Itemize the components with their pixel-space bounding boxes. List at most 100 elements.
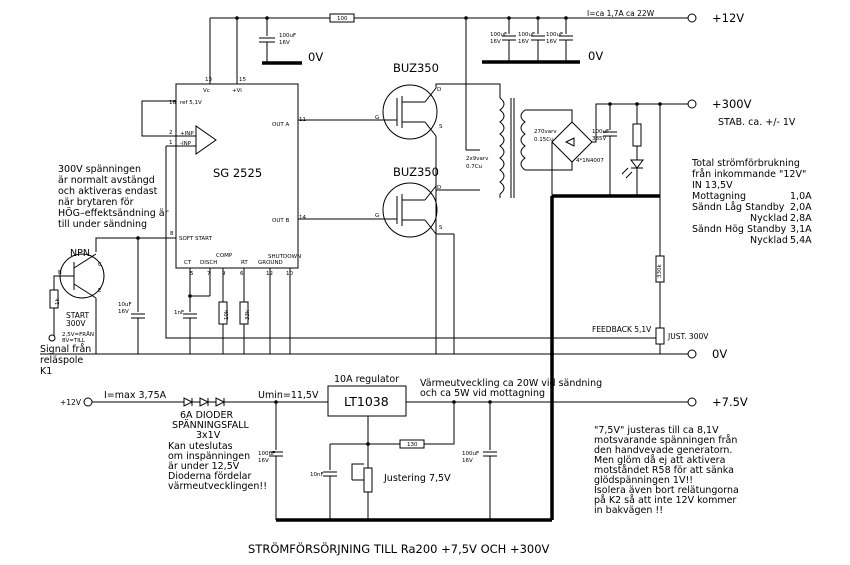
sg-name: SG 2525	[213, 166, 262, 180]
lt1038-box	[327, 385, 407, 417]
terminal-0v[interactable]	[687, 349, 697, 359]
v12-top-label: +12V	[712, 11, 744, 25]
svg-text:1k: 1k	[55, 298, 61, 305]
svg-text:3,1A: 3,1A	[790, 224, 812, 235]
buz-bot-label: BUZ350	[393, 165, 439, 179]
pot-just75[interactable]	[363, 467, 373, 493]
svg-text:Vc: Vc	[203, 88, 210, 94]
svg-text:10k: 10k	[224, 309, 230, 320]
svg-text:33k: 33k	[245, 309, 251, 320]
note75: "7,5V" justeras till ca 8,1V motsvarande…	[594, 425, 742, 516]
row-mottagning: Mottagning	[692, 191, 746, 202]
svg-text:SOFT START: SOFT START	[179, 236, 213, 242]
mosfet-bottom: BUZ350 G D S	[298, 165, 443, 238]
svg-text:LT1038: LT1038	[344, 394, 389, 409]
current-table: Total strömförbrukning från inkommande "…	[691, 158, 812, 246]
svg-text:15: 15	[239, 77, 246, 83]
svg-text:5,4A: 5,4A	[790, 235, 812, 246]
svg-text:9: 9	[222, 271, 226, 277]
svg-text:CT: CT	[184, 260, 192, 266]
svg-text:S: S	[439, 225, 443, 231]
svg-text:ref 5,1V: ref 5,1V	[180, 100, 202, 106]
svg-text:B: B	[58, 270, 62, 276]
ov-top-left: 0V	[308, 50, 323, 64]
svg-text:D: D	[437, 185, 441, 191]
svg-text:130: 130	[407, 442, 418, 448]
top-current-label: I=ca 1,7A ca 22W	[587, 9, 655, 18]
terminal-12v-top[interactable]	[687, 13, 697, 23]
r100-top-label: 100	[337, 16, 348, 22]
terminal-75v[interactable]	[687, 397, 697, 407]
feedback-label: FEEDBACK 5,1V	[592, 325, 652, 334]
svg-text:Umin=11,5V: Umin=11,5V	[258, 390, 319, 401]
svg-text:OUT A: OUT A	[272, 122, 289, 128]
svg-text:7: 7	[207, 271, 211, 277]
svg-text:COMP: COMP	[216, 253, 233, 259]
r-led	[632, 123, 642, 147]
svg-text:16: 16	[169, 100, 176, 106]
svg-text:Sändn Låg Standby: Sändn Låg Standby	[692, 202, 785, 213]
svg-text:8: 8	[170, 231, 174, 237]
terminal-12v-left[interactable]	[83, 397, 93, 407]
terminal-300v[interactable]	[687, 99, 697, 109]
svg-text:10nF: 10nF	[310, 472, 324, 478]
pot-just300[interactable]	[655, 327, 665, 345]
note300: 300V spänningen är normalt avstängd och …	[58, 164, 172, 230]
svg-text:DISCH: DISCH	[200, 260, 217, 266]
svg-text:G: G	[375, 213, 379, 219]
svg-text:G: G	[375, 115, 379, 121]
imax-label: I=max 3,75A	[104, 390, 167, 401]
svg-text:Kan uteslutas om inspänn: Kan uteslutas om inspänningen är under 1…	[168, 441, 267, 492]
svg-text:2,0A: 2,0A	[790, 202, 812, 213]
svg-text:RT: RT	[241, 260, 248, 266]
just300-label: JUST. 300V	[667, 332, 709, 341]
svg-text:Sändn Hög Standby: Sändn Hög Standby	[692, 224, 787, 235]
stab-label: STAB. ca. +/- 1V	[718, 117, 796, 128]
svg-text:5: 5	[190, 271, 194, 277]
svg-text:C: C	[98, 262, 102, 268]
ground-bus: 0V	[40, 136, 727, 522]
svg-text:Justering 7,5V: Justering 7,5V	[383, 473, 451, 484]
svg-text:330k: 330k	[657, 264, 663, 278]
svg-text:6: 6	[240, 271, 244, 277]
terminal-start[interactable]	[48, 334, 56, 342]
page-title: STRÖMFÖRSÖRJNING TILL Ra200 +7,5V OCH +3…	[248, 540, 550, 556]
svg-text:2: 2	[169, 130, 173, 136]
svg-text:1: 1	[169, 140, 173, 146]
v75-label: +7.5V	[712, 395, 748, 409]
mosfet-top: BUZ350 G D S	[298, 61, 443, 140]
svg-text:E: E	[98, 288, 102, 294]
v300-label: +300V	[712, 97, 752, 111]
svg-text:D: D	[437, 87, 441, 93]
ov-mid-label: 0V	[712, 347, 727, 361]
ic-bottom-components: 1nF 10k 33k	[174, 268, 291, 354]
svg-text:+12V: +12V	[60, 398, 82, 407]
svg-text:Total strömförbrukning f: Total strömförbrukning från inkommande "…	[691, 158, 809, 191]
svg-text:+Vi: +Vi	[232, 88, 242, 94]
v75-section: +12V I=max 3,75A 6A DIODER SPÄNNINGSFALL…	[60, 374, 748, 520]
sg2525-ic: SG 2525 13 15 Vc +Vi 16 ref 5,1V 2 1 +IN…	[141, 77, 306, 277]
svg-text:+INP: +INP	[180, 131, 194, 137]
buz-top-label: BUZ350	[393, 61, 439, 75]
svg-text:13: 13	[205, 77, 212, 83]
svg-text:2,8A: 2,8A	[790, 213, 812, 224]
svg-text:-INP: -INP	[180, 141, 192, 147]
